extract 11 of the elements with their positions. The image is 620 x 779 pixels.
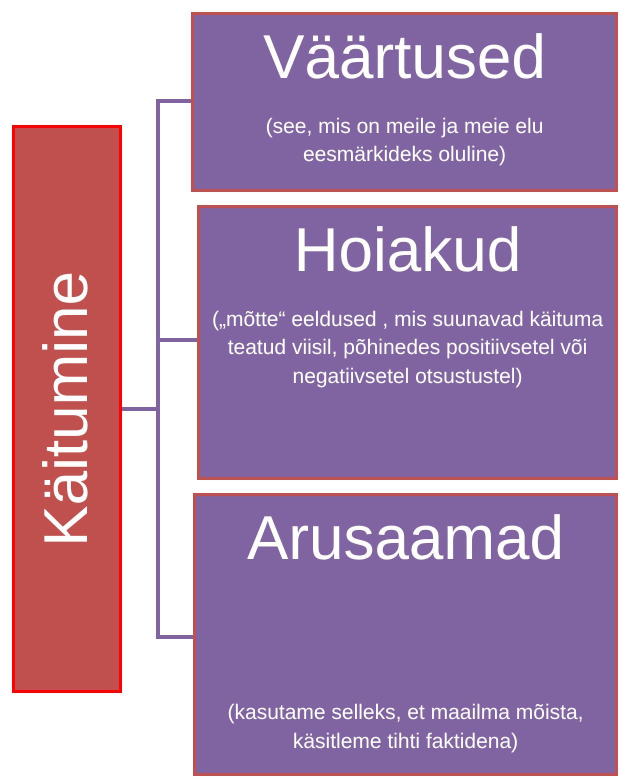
concept-title: Hoiakud: [294, 215, 522, 287]
concept-title: Väärtused: [263, 22, 546, 94]
category-title: Käitumine: [36, 271, 98, 547]
concept-description: (kasutame selleks, et maailma mõista, käsitleme tihti faktidena): [226, 700, 584, 756]
concept-box: [193, 493, 618, 776]
concept-box: [191, 12, 618, 192]
concept-title: Arusaamad: [246, 503, 564, 575]
concept-description: („mõtte“ eeldused , mis suunavad käituma teatud viisil, põhinedes positiivsetel või negatiivsetel otsustustel): [210, 306, 604, 390]
concept-description: (see, mis on meile ja meie elu eesmärkideks oluline): [264, 114, 544, 168]
concept-box: [197, 205, 618, 480]
category-box: [12, 125, 122, 693]
